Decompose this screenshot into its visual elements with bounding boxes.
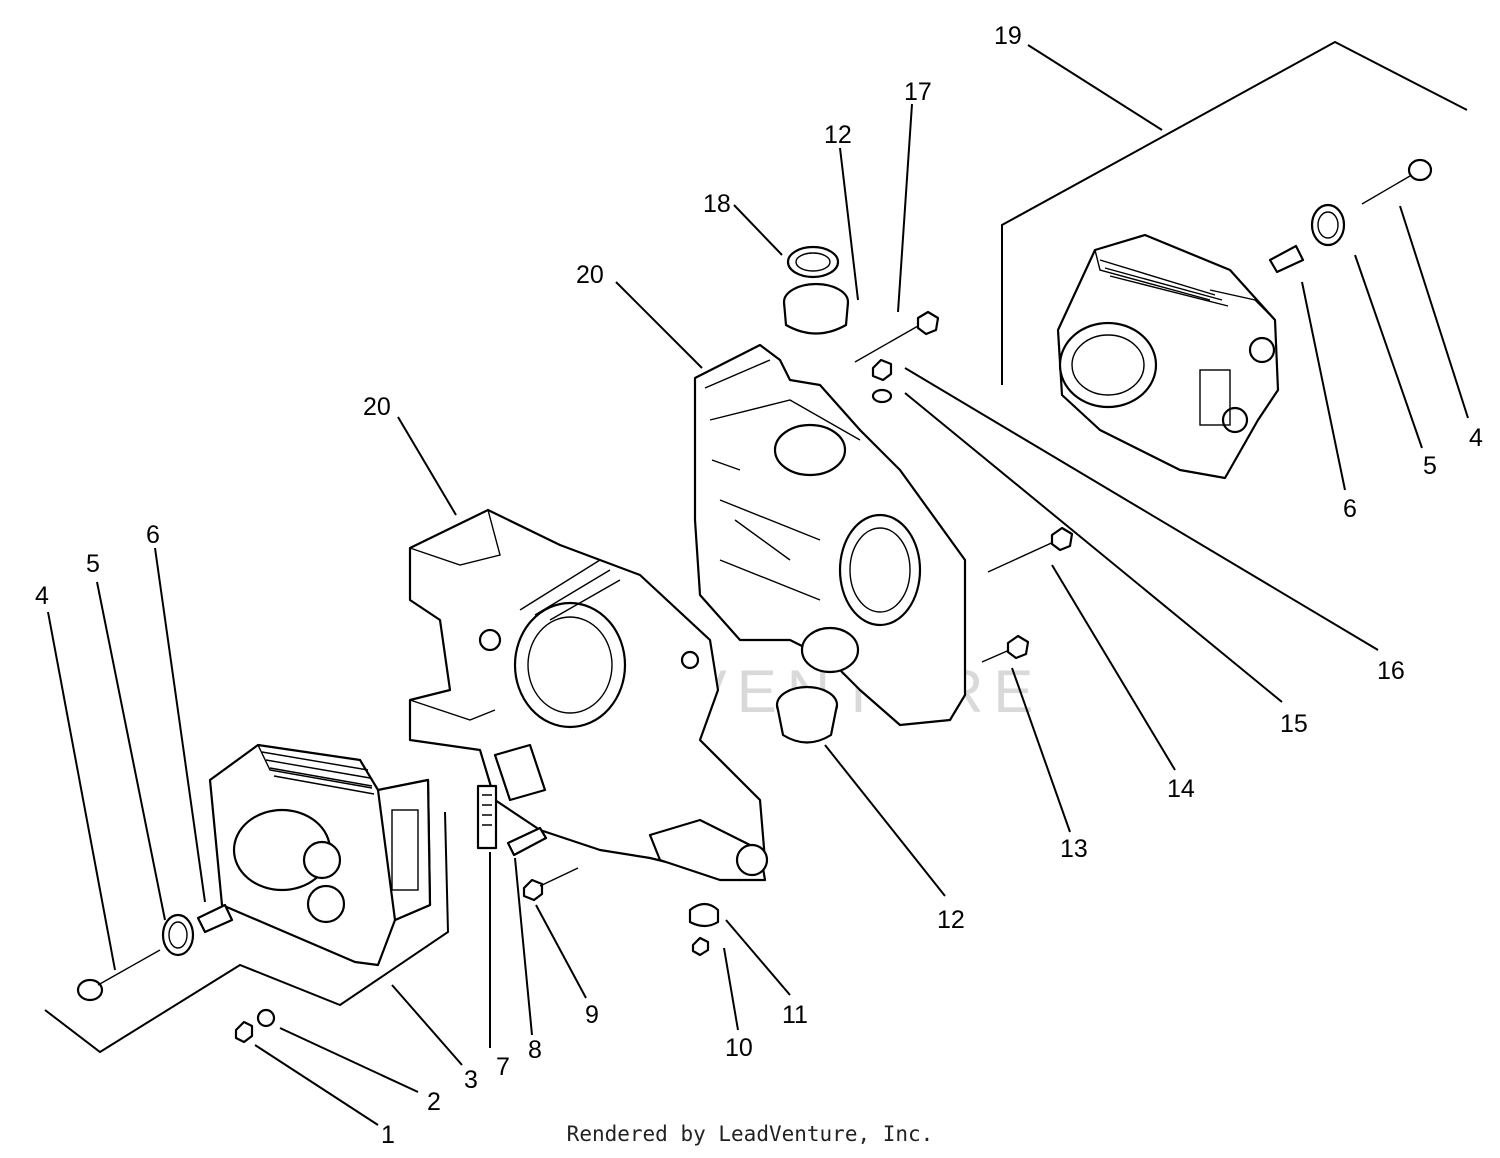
seal-12-bottom[interactable] (775, 685, 839, 744)
callout-6-right[interactable]: 6 (1343, 495, 1357, 523)
callout-19[interactable]: 19 (994, 22, 1022, 50)
callout-17[interactable]: 17 (904, 78, 932, 106)
washer-15[interactable] (871, 388, 893, 404)
callout-8[interactable]: 8 (528, 1036, 542, 1064)
left-cylinder-head[interactable] (208, 743, 432, 967)
nut-10[interactable] (691, 936, 710, 957)
bolt-9[interactable] (522, 867, 579, 902)
right-valve[interactable] (1361, 158, 1433, 205)
callout-10[interactable]: 10 (725, 1034, 753, 1062)
callout-1[interactable]: 1 (381, 1121, 395, 1149)
credit-line: Rendered by LeadVenture, Inc. (566, 1122, 934, 1146)
bolt-17[interactable] (854, 310, 940, 363)
left-crankcase-half[interactable] (408, 508, 769, 882)
right-valve-seat[interactable] (1310, 203, 1346, 247)
callout-20-right[interactable]: 20 (576, 261, 604, 289)
callout-16[interactable]: 16 (1377, 657, 1405, 685)
right-cylinder-head[interactable] (1056, 233, 1280, 480)
leader-lines (47, 44, 1469, 1126)
callout-9[interactable]: 9 (585, 1001, 599, 1029)
bolt-13[interactable] (981, 634, 1030, 663)
filter-screen-7[interactable] (476, 784, 498, 850)
bolt-14[interactable] (987, 526, 1074, 573)
right-crankcase-half[interactable] (693, 343, 967, 727)
callout-14[interactable]: 14 (1167, 775, 1195, 803)
right-valve-guide[interactable] (1268, 244, 1305, 274)
callout-20-left[interactable]: 20 (363, 393, 391, 421)
callout-3[interactable]: 3 (464, 1066, 478, 1094)
left-valve-seat[interactable] (161, 913, 195, 957)
callout-13[interactable]: 13 (1060, 835, 1088, 863)
nut-1[interactable] (234, 1020, 254, 1044)
callout-6-left[interactable]: 6 (146, 521, 160, 549)
assembly-bracket-19 (1001, 40, 1468, 385)
callout-12-bottom[interactable]: 12 (937, 906, 965, 934)
callout-2[interactable]: 2 (427, 1088, 441, 1116)
callout-18[interactable]: 18 (703, 190, 731, 218)
bearing-12-top[interactable] (782, 282, 850, 335)
grommet-11[interactable] (688, 902, 720, 928)
left-valve[interactable] (76, 949, 161, 1002)
callout-labels: 1 2 3 4 5 6 7 8 9 10 11 12 13 14 15 16 1… (35, 22, 1483, 1149)
nut-16[interactable] (871, 358, 893, 382)
assembly-bracket-3 (44, 811, 450, 1054)
callout-4-left[interactable]: 4 (35, 582, 49, 610)
callout-5-right[interactable]: 5 (1423, 452, 1437, 480)
seal-18[interactable] (786, 245, 840, 279)
callout-5-left[interactable]: 5 (86, 550, 100, 578)
callout-7[interactable]: 7 (496, 1053, 510, 1081)
callout-15[interactable]: 15 (1280, 710, 1308, 738)
washer-2[interactable] (256, 1008, 276, 1028)
callout-4-right[interactable]: 4 (1469, 424, 1483, 452)
left-valve-guide[interactable] (196, 903, 234, 934)
callout-11[interactable]: 11 (782, 1001, 808, 1029)
callout-12-top[interactable]: 12 (824, 121, 852, 149)
plug-8[interactable] (506, 826, 548, 857)
